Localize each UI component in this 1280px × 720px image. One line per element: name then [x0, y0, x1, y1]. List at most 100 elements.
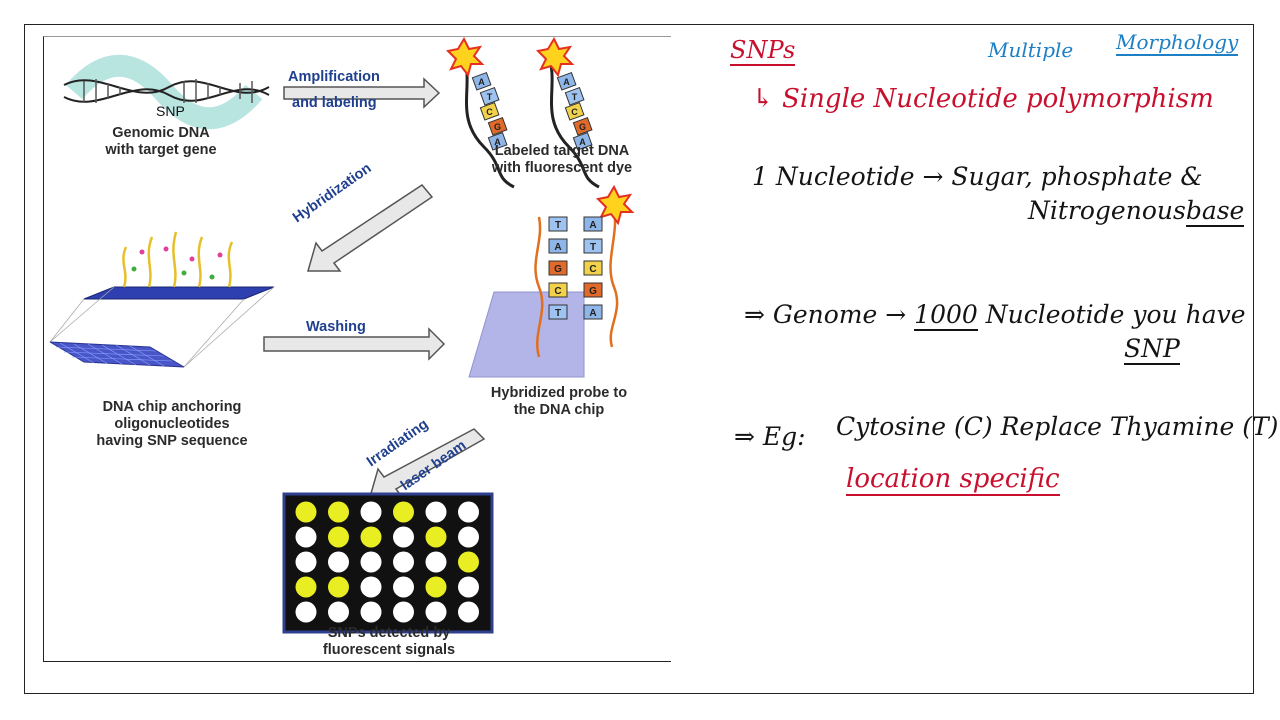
base-tag — [548, 282, 568, 298]
labeling-label: and labeling — [292, 95, 377, 111]
genomic-dna-helix — [63, 54, 270, 130]
base-tag — [583, 304, 603, 320]
notes-heading: SNPs — [730, 36, 796, 66]
genome-snp: SNP — [1124, 334, 1180, 365]
grid-spot-white — [425, 551, 447, 573]
grid-spot-yellow — [360, 526, 382, 548]
base-letter: A — [554, 242, 561, 253]
grid-spot-white — [295, 551, 317, 573]
grid-spot-white — [328, 601, 349, 623]
strand-letter: G — [494, 122, 501, 132]
strand-letter: A — [579, 137, 586, 147]
grid-spot-white — [295, 526, 317, 548]
strand-tag — [479, 101, 500, 121]
base-tag — [548, 238, 568, 254]
grid-spot-white — [360, 576, 382, 598]
grid-spot-white — [458, 501, 479, 523]
grid-spot-white — [360, 551, 382, 573]
grid-spot-yellow — [295, 501, 317, 523]
strand-letter: C — [486, 107, 493, 117]
strand-tag — [564, 86, 585, 106]
grid-spot-white — [425, 501, 447, 523]
grid-spot-yellow — [328, 526, 349, 548]
strand-letter: A — [478, 77, 485, 87]
grid-spot-white — [458, 526, 479, 548]
base-tag — [583, 216, 603, 232]
hybridization-arrow — [307, 184, 434, 272]
nucleotide-line: 1 Nucleotide → Sugar, phosphate & — [752, 162, 1203, 191]
strand-tag — [479, 86, 500, 106]
grid-spot-white — [393, 601, 414, 623]
amplification-label: Amplification — [288, 69, 380, 85]
genome-line: ⇒ Genome → 1000 Nucleotide you have — [744, 300, 1246, 331]
slide-frame — [24, 24, 1254, 694]
labeled-target-caption: Labeled target DNA with fluorescent dye — [491, 143, 633, 176]
example-label: ⇒ Eg: — [734, 422, 806, 451]
dna-chip-caption: DNA chip anchoring oligonucleotides havi… — [96, 399, 248, 449]
definition-line: ↳ Single Nucleotide polymorphism — [752, 84, 1214, 114]
strand-letter: G — [579, 122, 586, 132]
base-letter: T — [555, 220, 561, 231]
grid-spot-white — [393, 551, 414, 573]
base-tag — [548, 216, 568, 232]
base-letter: C — [589, 264, 596, 275]
grid-spot-white — [360, 601, 382, 623]
grid-spot-white — [393, 526, 414, 548]
annotation-multiple: Multiple — [988, 38, 1074, 62]
hybridized-caption: Hybridized probe to the DNA chip — [490, 385, 628, 418]
base-tag — [548, 304, 568, 320]
base-letter: T — [590, 242, 596, 253]
hybridized-chip — [468, 184, 635, 378]
base-letter: T — [555, 308, 561, 319]
strand-tag — [572, 116, 593, 136]
base-letter: G — [554, 264, 562, 275]
grid-spot-white — [360, 501, 382, 523]
annotation-morphology: Morphology — [1116, 30, 1239, 56]
grid-spot-white — [295, 601, 317, 623]
strand-tag — [487, 116, 508, 136]
example-line: Cytosine (C) Replace Thyamine (T) — [836, 412, 1279, 441]
grid-spot-yellow — [425, 526, 447, 548]
grid-spot-yellow — [295, 576, 317, 598]
detected-caption: SNPs detected by fluorescent signals — [322, 625, 456, 658]
grid-spot-white — [458, 601, 479, 623]
strand-letter: A — [494, 137, 501, 147]
strand-tag — [556, 71, 577, 91]
labeled-target-strands — [445, 37, 600, 189]
detection-grid — [282, 492, 494, 634]
base-tag — [583, 260, 603, 276]
snp-marker: SNP — [156, 103, 185, 119]
strand-tag — [564, 101, 585, 121]
washing-label: Washing — [306, 319, 366, 335]
grid-spot-white — [393, 576, 414, 598]
strand-letter: T — [572, 92, 578, 102]
base-letter: A — [589, 308, 596, 319]
base-tag — [548, 260, 568, 276]
grid-spot-yellow — [393, 501, 414, 523]
amplification-arrow — [283, 77, 441, 109]
washing-arrow — [263, 327, 446, 361]
genomic-dna-caption: Genomic DNA with target gene — [105, 125, 217, 158]
location-specific: location specific — [846, 464, 1060, 496]
dna-chip — [49, 231, 275, 368]
grid-spot-white — [328, 551, 349, 573]
base-letter: C — [554, 286, 561, 297]
grid-spot-white — [425, 601, 447, 623]
base-tag — [583, 238, 603, 254]
grid-spot-yellow — [328, 576, 349, 598]
strand-letter: A — [563, 77, 570, 87]
grid-spot-white — [458, 576, 479, 598]
base-letter: A — [589, 220, 596, 231]
grid-spot-yellow — [328, 501, 349, 523]
nucleotide-line-2: Nitrogenousbase — [1028, 196, 1245, 227]
base-tag — [583, 282, 603, 298]
strand-tag — [471, 71, 492, 91]
grid-spot-yellow — [458, 551, 479, 573]
strand-letter: C — [571, 107, 578, 117]
strand-tag — [487, 131, 508, 151]
strand-tag — [572, 131, 593, 151]
